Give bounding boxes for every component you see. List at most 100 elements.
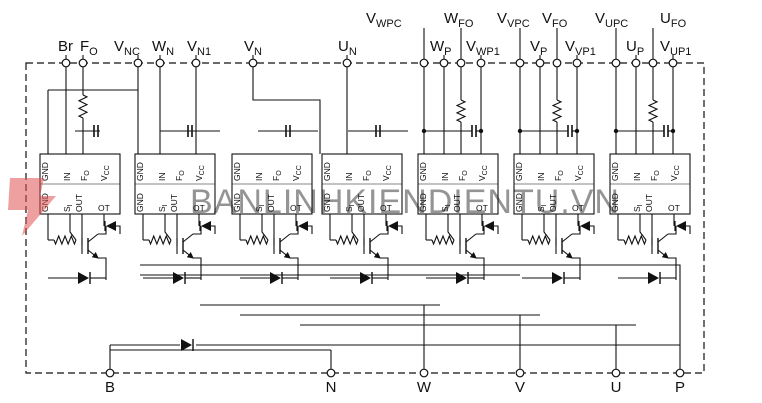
- igbt-1: [176, 233, 194, 259]
- ic-pin-fo: FO: [361, 170, 373, 181]
- ic-pin-vcc: VCC: [381, 165, 393, 181]
- terminal-w: [419, 368, 429, 378]
- fo-hs-resistor-2: [647, 99, 659, 123]
- label-bottom-n: N: [326, 379, 337, 396]
- freewheel-diode-2: [270, 272, 281, 284]
- label-vwpc: VWPC: [366, 10, 402, 30]
- ic-pin-vcc: VCC: [669, 165, 681, 181]
- terminal-ufo: [648, 58, 658, 68]
- emitter-wire-5: [572, 257, 581, 280]
- ot-diode-6: [676, 221, 686, 231]
- igbt-collector: [657, 233, 669, 243]
- terminal-vwp1: [476, 58, 486, 68]
- ic-pin-in: IN: [440, 173, 450, 182]
- ot-wire-b-4: [494, 225, 499, 234]
- shunt-resistor-1: [148, 234, 172, 246]
- ic-pin-gnd: GND: [418, 162, 428, 181]
- igbt-6: [651, 233, 669, 259]
- ic-pin-ot: OT: [476, 203, 488, 213]
- freewheel-diode-3: [360, 272, 371, 284]
- igbt-collector: [87, 233, 99, 243]
- label-vp: VP: [530, 38, 547, 58]
- emitter-wire-3: [380, 257, 389, 280]
- collector-wire-3: [380, 226, 389, 235]
- terminal-wn: [155, 58, 165, 68]
- si-wire-3: [351, 214, 359, 241]
- watermark-logo: [8, 178, 56, 236]
- igbt-collector: [369, 233, 381, 243]
- label-br: Br: [58, 38, 73, 55]
- ic-pin-out: OUT: [266, 194, 276, 212]
- label-vwp1: VWP1: [466, 38, 500, 58]
- terminals: [61, 58, 685, 378]
- ic-pin-gnd-lower: GND: [514, 193, 524, 212]
- label-un: UN: [338, 38, 357, 58]
- ot-diode-5: [580, 221, 590, 231]
- junction-dot: [478, 128, 484, 134]
- si-wire-1: [164, 214, 172, 241]
- ic-pin-fo: FO: [649, 170, 661, 181]
- ic-pin-in: IN: [536, 173, 546, 182]
- label-up: UP: [626, 38, 644, 58]
- igbt-emitter: [465, 249, 477, 259]
- ic-pin-fo: FO: [457, 170, 469, 181]
- ic-pin-fo: FO: [553, 170, 565, 181]
- terminal-p: [675, 368, 685, 378]
- ic-pin-ot: OT: [98, 203, 110, 213]
- junction-dot: [517, 128, 523, 134]
- emitter-wire-2: [290, 257, 299, 280]
- ot-diode-1: [201, 221, 211, 231]
- ot-diode-4: [484, 221, 494, 231]
- terminal-vn: [248, 58, 258, 68]
- igbt-2: [273, 233, 291, 259]
- si-wire-0: [69, 214, 77, 241]
- igbt-collector: [182, 233, 194, 243]
- collector-wire-2: [290, 226, 299, 235]
- si-wire-6: [639, 214, 647, 241]
- igbt-emitter: [182, 249, 194, 259]
- igbt-emitter: [561, 249, 573, 259]
- label-vupc: VUPC: [595, 10, 628, 30]
- junction-dot: [670, 128, 676, 134]
- igbt-collector: [465, 233, 477, 243]
- brake-diode: [181, 339, 192, 351]
- ic-pin-gnd-lower: GND: [610, 193, 620, 212]
- ic-pin-gnd: GND: [40, 162, 50, 181]
- ic-pin-gnd: GND: [135, 162, 145, 181]
- ic-pin-gnd-lower: GND: [418, 193, 428, 212]
- ic-pin-fo: FO: [174, 170, 186, 181]
- label-vnc: VNC: [114, 38, 140, 58]
- igbt-4: [459, 233, 477, 259]
- emitter-wire-6: [668, 257, 677, 280]
- label-wp: WP: [430, 38, 452, 58]
- freewheel-diode-4: [456, 272, 467, 284]
- igbt-5: [555, 233, 573, 259]
- freewheel-diode-0: [78, 272, 89, 284]
- ic-pin-vcc: VCC: [477, 165, 489, 181]
- terminal-vupc: [611, 58, 621, 68]
- ot-wire-b-1: [211, 225, 216, 234]
- label-vup1: VUP1: [660, 38, 691, 58]
- ic-pin-gnd: GND: [322, 162, 332, 181]
- ic-pin-vcc: VCC: [194, 165, 206, 181]
- igbt-emitter: [369, 249, 381, 259]
- ic-pin-vcc: VCC: [291, 165, 303, 181]
- label-bottom-b: B: [105, 379, 115, 396]
- si-wire-4: [447, 214, 455, 241]
- ic-pin-ot: OT: [668, 203, 680, 213]
- label-vfo: VFO: [542, 10, 568, 30]
- label-bottom-w: W: [417, 379, 432, 396]
- ot-diode-3: [388, 221, 398, 231]
- ic-pin-out: OUT: [644, 194, 654, 212]
- ic-pin-out: OUT: [169, 194, 179, 212]
- label-bottom-u: U: [611, 379, 622, 396]
- ot-wire-b-2: [308, 225, 313, 234]
- shunt-resistor-5: [527, 234, 551, 246]
- label-bottom-v: V: [515, 379, 525, 396]
- freewheel-diode-6: [648, 272, 659, 284]
